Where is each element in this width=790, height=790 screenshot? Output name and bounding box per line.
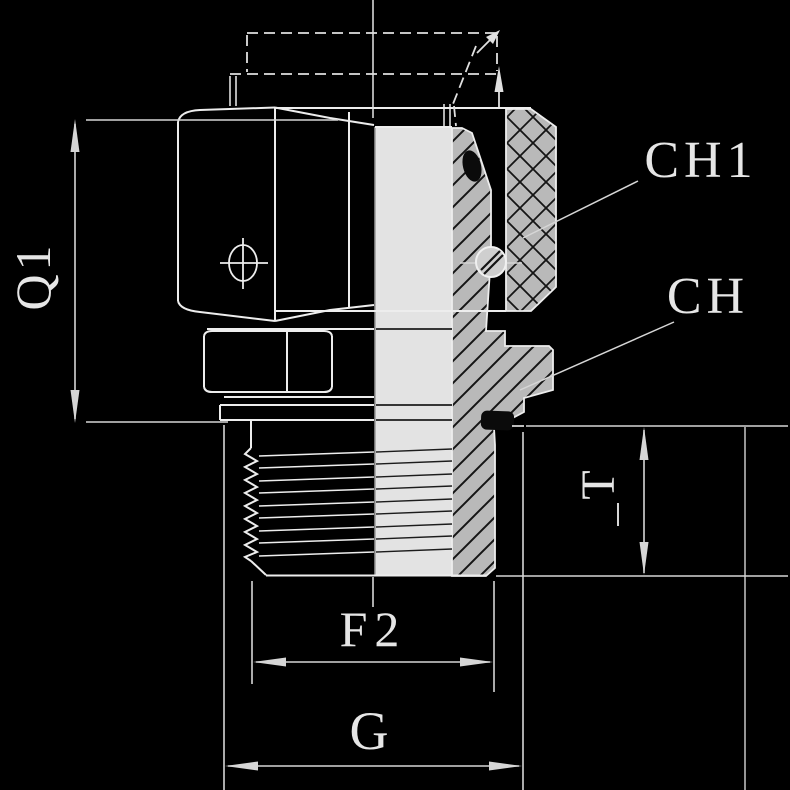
dim-label-g: G [349, 701, 389, 761]
arrowhead-icon [225, 761, 258, 771]
dim-label-t: T [572, 470, 625, 500]
band-crossing-lines [376, 328, 452, 421]
arrowhead-icon [639, 427, 649, 460]
body-section [451, 127, 554, 577]
assembly-direction-arrows [476, 30, 504, 107]
leader-ch1 [522, 180, 639, 239]
arrowhead-icon [70, 119, 80, 152]
arrowhead-icon [70, 390, 80, 423]
phantom-tube-outline [230, 32, 498, 127]
leader-lines [519, 180, 675, 391]
arrowhead-icon [639, 542, 649, 575]
arrowhead-icon [489, 761, 522, 771]
bonded-seal-icon [480, 410, 524, 431]
threaded-stud-external [242, 420, 486, 577]
dim-label-q1: Q1 [5, 241, 61, 311]
arrow-up-right-icon [476, 30, 500, 54]
sleeve-section-circle [460, 246, 522, 278]
arrowhead-icon [253, 657, 286, 667]
dimension-q1 [70, 119, 338, 423]
arrow-up-icon [494, 66, 504, 107]
dim-label-f2: F2 [339, 601, 407, 657]
arrowhead-icon [460, 657, 493, 667]
leader-ch [519, 321, 675, 391]
body-hex-external [203, 330, 374, 398]
oring-seal-icon [462, 150, 482, 182]
swivel-nut-section [505, 108, 557, 312]
phantom-nut-stubs [229, 76, 237, 106]
dimension-g [223, 425, 524, 790]
thread-lines [258, 448, 453, 557]
center-mark-icon [220, 238, 268, 289]
dim-label-ch: CH [666, 268, 750, 325]
bore-band [374, 127, 452, 576]
dimension-f2 [251, 581, 495, 692]
dim-label-ch1: CH1 [644, 132, 758, 189]
seal-washer-external [219, 404, 374, 421]
dimension-t [496, 425, 788, 577]
